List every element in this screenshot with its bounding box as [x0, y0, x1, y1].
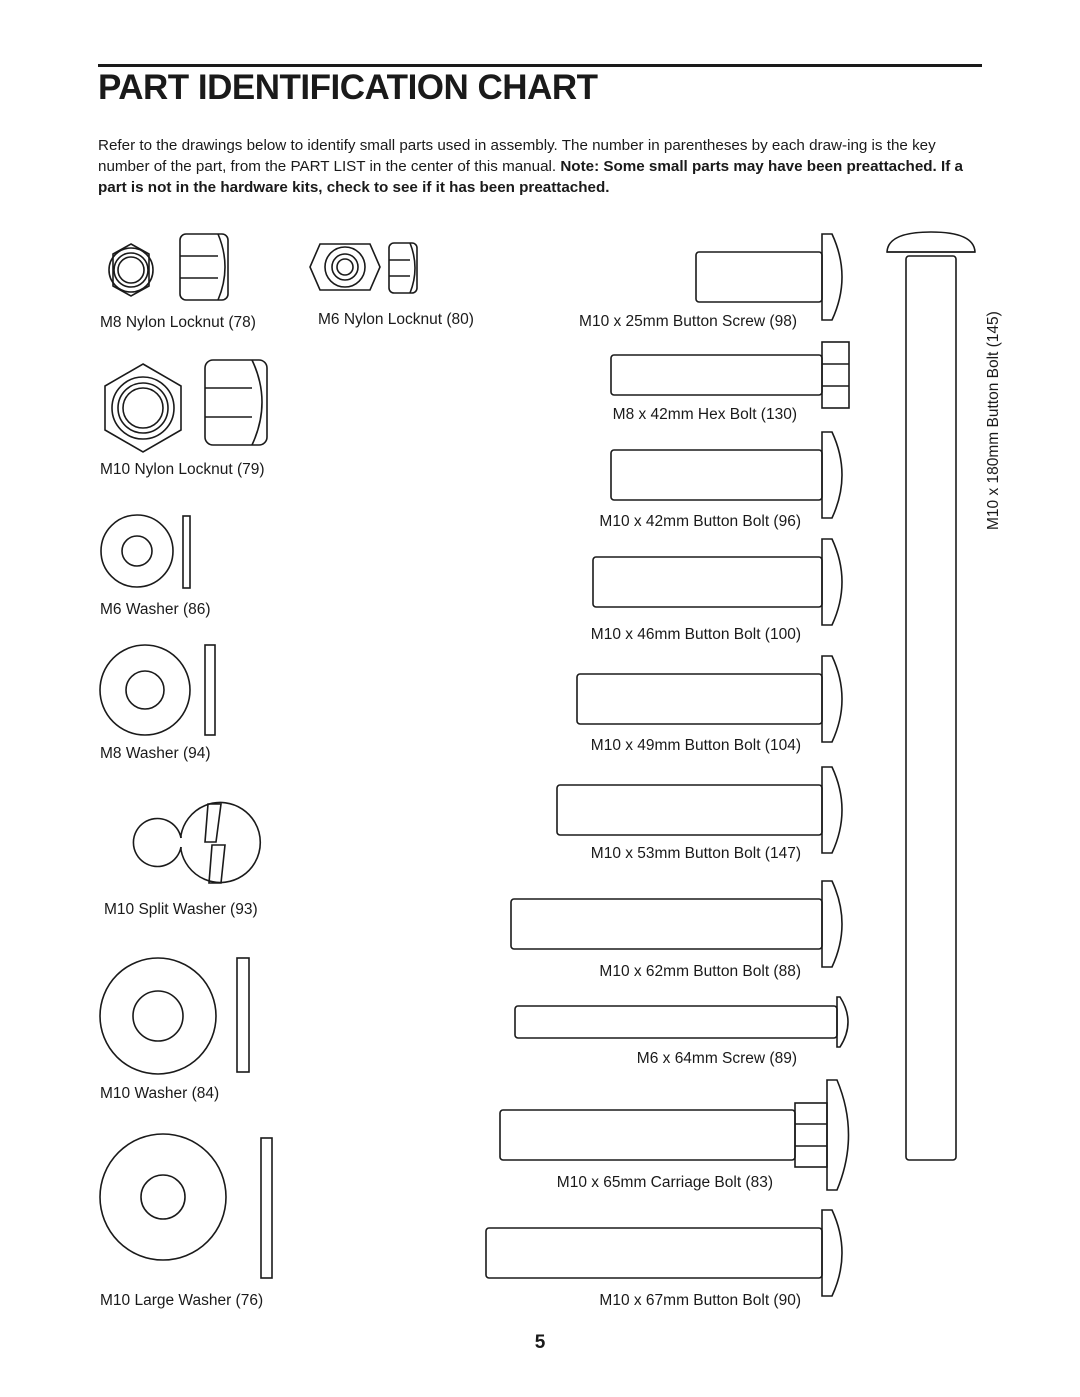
- m8-42mm-hex-bolt-drawing: [610, 341, 850, 409]
- label-m6-64mm-screw: M6 x 64mm Screw (89): [636, 1050, 797, 1067]
- label-m8-nylon-locknut: M8 Nylon Locknut (78): [100, 314, 256, 331]
- intro-paragraph: Refer to the drawings below to identify …: [98, 135, 982, 198]
- label-m10-62mm-button-bolt: M10 x 62mm Button Bolt (88): [599, 963, 801, 980]
- label-m6-washer: M6 Washer (86): [100, 601, 211, 618]
- m10-nylon-locknut-drawing: [104, 359, 268, 453]
- m10-49mm-button-bolt-drawing: [576, 655, 843, 743]
- label-m8-washer: M8 Washer (94): [100, 745, 211, 762]
- m10-180mm-button-bolt-drawing: [886, 231, 976, 1161]
- m6-nylon-locknut-drawing: [309, 242, 418, 294]
- label-m10-65mm-carriage-bolt: M10 x 65mm Carriage Bolt (83): [556, 1174, 773, 1191]
- m10-large-washer-drawing: [99, 1133, 273, 1279]
- label-m10-nylon-locknut: M10 Nylon Locknut (79): [100, 461, 265, 478]
- label-m6-nylon-locknut: M6 Nylon Locknut (80): [318, 311, 474, 328]
- m6-washer-drawing: [100, 514, 191, 589]
- label-m10-25mm-button-screw: M10 x 25mm Button Screw (98): [579, 313, 797, 330]
- m10-42mm-button-bolt-drawing: [610, 431, 843, 519]
- m10-53mm-button-bolt-drawing: [556, 766, 843, 854]
- m10-65mm-carriage-bolt-drawing: [499, 1079, 850, 1191]
- m8-nylon-locknut-drawing: [108, 233, 229, 301]
- label-m10-67mm-button-bolt: M10 x 67mm Button Bolt (90): [599, 1292, 801, 1309]
- m10-46mm-button-bolt-drawing: [592, 538, 843, 626]
- label-m10-split-washer: M10 Split Washer (93): [104, 901, 258, 918]
- m10-washer-drawing: [99, 957, 250, 1075]
- m10-25mm-button-screw-drawing: [695, 233, 843, 321]
- title-rule: [98, 64, 982, 67]
- label-m10-46mm-button-bolt: M10 x 46mm Button Bolt (100): [590, 626, 801, 643]
- m6-64mm-screw-drawing: [514, 996, 849, 1048]
- label-m10-53mm-button-bolt: M10 x 53mm Button Bolt (147): [590, 845, 801, 862]
- label-m10-49mm-button-bolt: M10 x 49mm Button Bolt (104): [590, 737, 801, 754]
- label-m10-washer: M10 Washer (84): [100, 1085, 220, 1102]
- label-m10-large-washer: M10 Large Washer (76): [100, 1292, 264, 1309]
- m10-67mm-button-bolt-drawing: [485, 1209, 843, 1297]
- intro-note: Note: Some small parts may have been pre…: [98, 158, 963, 196]
- page-title: PART IDENTIFICATION CHART: [98, 68, 598, 107]
- label-m8-42mm-hex-bolt: M8 x 42mm Hex Bolt (130): [612, 406, 797, 423]
- label-m10-180mm-button-bolt: M10 x 180mm Button Bolt (145): [985, 311, 1002, 530]
- label-m10-42mm-button-bolt: M10 x 42mm Button Bolt (96): [599, 513, 801, 530]
- m8-washer-drawing: [99, 644, 216, 736]
- page-number: 5: [534, 1332, 546, 1353]
- m10-split-washer-drawing: [132, 801, 262, 884]
- m10-62mm-button-bolt-drawing: [510, 880, 843, 968]
- intro-text: Refer to the drawings below to identify …: [98, 137, 936, 175]
